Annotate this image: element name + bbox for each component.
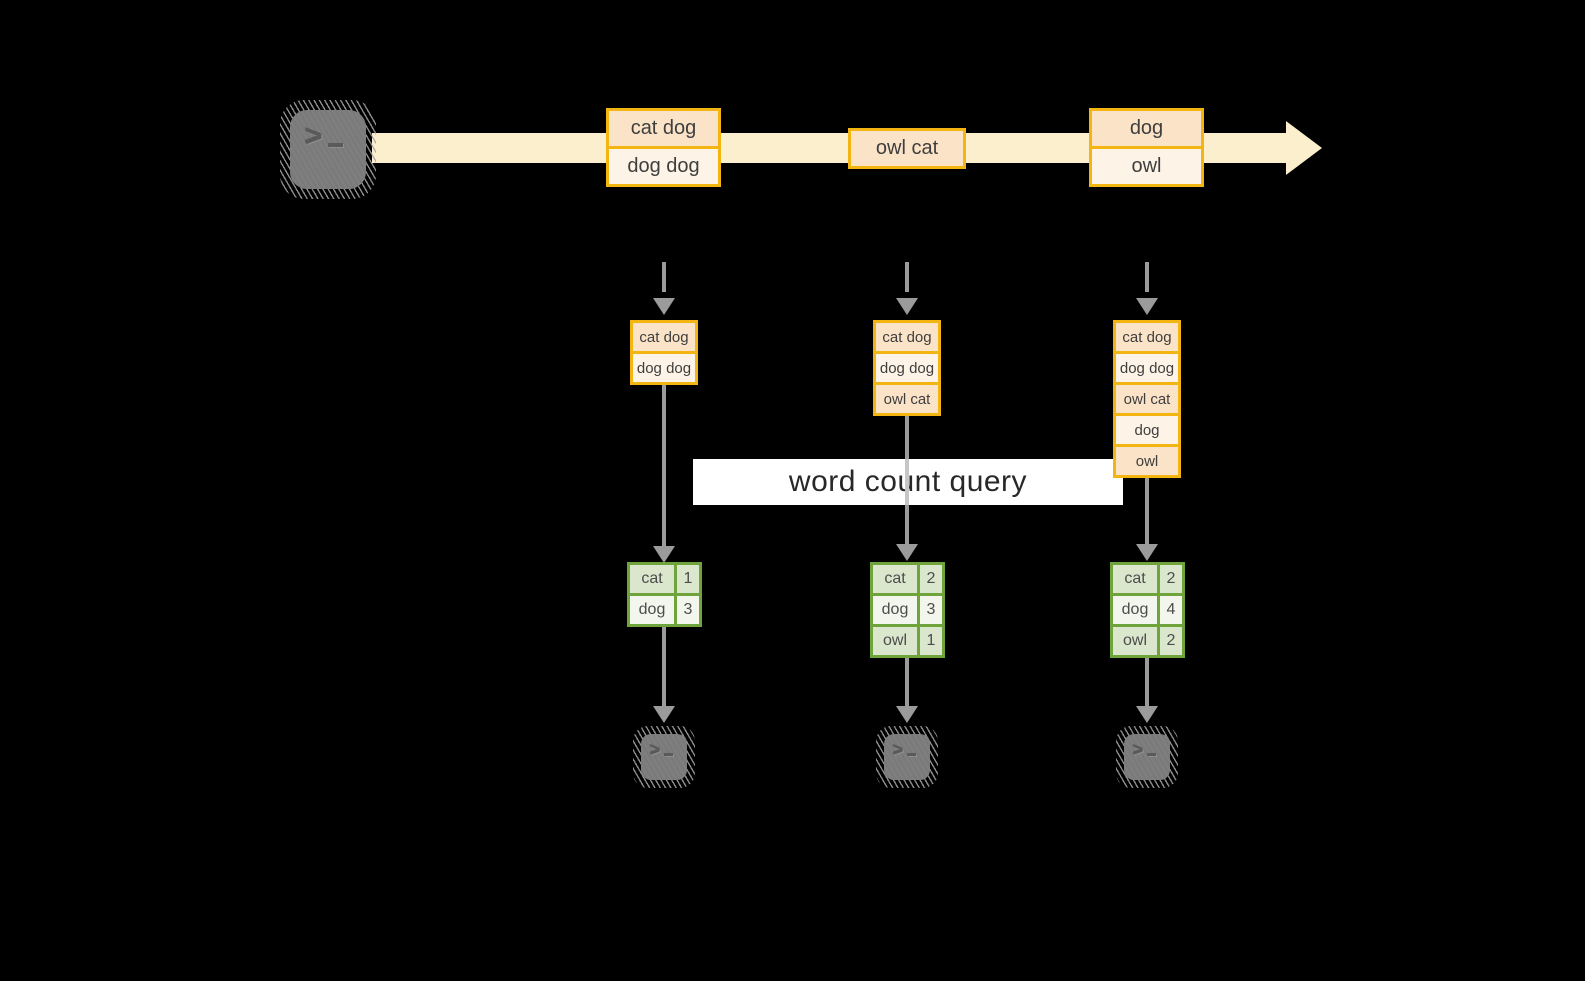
terminal-icon: >: [1124, 734, 1170, 780]
state-record: cat dog: [630, 320, 698, 354]
arrowhead-icon: [1136, 298, 1158, 315]
state-record: owl: [1113, 444, 1181, 478]
word-cell: dog: [1113, 596, 1157, 624]
count-cell: 4: [1160, 596, 1182, 624]
word-count-table: cat 1 dog 3: [627, 562, 702, 627]
output-arrow: [905, 658, 909, 706]
count-cell: 2: [1160, 627, 1182, 655]
word-cell: cat: [1113, 565, 1157, 593]
state-record: owl cat: [1113, 382, 1181, 416]
word-cell: owl: [873, 627, 917, 655]
batch-record: owl cat: [848, 128, 966, 169]
terminal-source-icon: >: [280, 100, 376, 199]
batch-record: cat dog: [606, 108, 721, 149]
state-box: cat dog dog dog owl cat dog owl: [1113, 320, 1181, 478]
terminal-icon: >: [290, 110, 366, 189]
state-record: dog dog: [1113, 351, 1181, 385]
state-box: cat dog dog dog: [630, 320, 698, 385]
output-arrow: [1145, 658, 1149, 706]
arrowhead-icon: [653, 546, 675, 563]
count-cell: 3: [677, 596, 699, 624]
word-cell: dog: [630, 596, 674, 624]
prompt-icon: >: [1133, 741, 1156, 759]
state-record: cat dog: [1113, 320, 1181, 354]
word-cell: owl: [1113, 627, 1157, 655]
output-arrow: [662, 627, 666, 706]
state-box: cat dog dog dog owl cat: [873, 320, 941, 416]
dashed-arrow: [905, 262, 909, 292]
arrowhead-icon: [653, 706, 675, 723]
batch-record: dog: [1089, 108, 1204, 149]
arrowhead-icon: [896, 706, 918, 723]
terminal-sink-icon: >: [633, 726, 695, 788]
query-arrow: [1145, 478, 1149, 544]
count-cell: 1: [677, 565, 699, 593]
word-cell: dog: [873, 596, 917, 624]
terminal-sink-icon: >: [1116, 726, 1178, 788]
arrowhead-icon: [653, 298, 675, 315]
terminal-sink-icon: >: [876, 726, 938, 788]
arrowhead-icon: [1136, 544, 1158, 561]
word-count-table: cat 2 dog 3 owl 1: [870, 562, 945, 658]
state-record: dog: [1113, 413, 1181, 447]
arrowhead-icon: [1136, 706, 1158, 723]
state-record: cat dog: [873, 320, 941, 354]
terminal-icon: >: [641, 734, 687, 780]
state-record: owl cat: [873, 382, 941, 416]
stream-batch: cat dog dog dog: [606, 108, 721, 187]
count-cell: 2: [1160, 565, 1182, 593]
prompt-icon: >: [893, 741, 916, 759]
count-cell: 1: [920, 627, 942, 655]
count-cell: 2: [920, 565, 942, 593]
prompt-icon: >: [305, 122, 343, 152]
query-arrow-overlay: [905, 459, 909, 505]
state-record: dog dog: [630, 351, 698, 385]
word-count-table: cat 2 dog 4 owl 2: [1110, 562, 1185, 658]
word-cell: cat: [630, 565, 674, 593]
terminal-icon: >: [884, 734, 930, 780]
count-cell: 3: [920, 596, 942, 624]
word-cell: cat: [873, 565, 917, 593]
stream-arrowhead-icon: [1286, 121, 1322, 175]
stream-batch: dog owl: [1089, 108, 1204, 187]
arrowhead-icon: [896, 544, 918, 561]
query-arrow: [662, 385, 666, 546]
batch-record: owl: [1089, 146, 1204, 187]
state-record: dog dog: [873, 351, 941, 385]
dashed-arrow: [662, 262, 666, 292]
prompt-icon: >: [650, 741, 673, 759]
stream-batch: owl cat: [848, 128, 966, 169]
batch-record: dog dog: [606, 146, 721, 187]
dashed-arrow: [1145, 262, 1149, 292]
arrowhead-icon: [896, 298, 918, 315]
